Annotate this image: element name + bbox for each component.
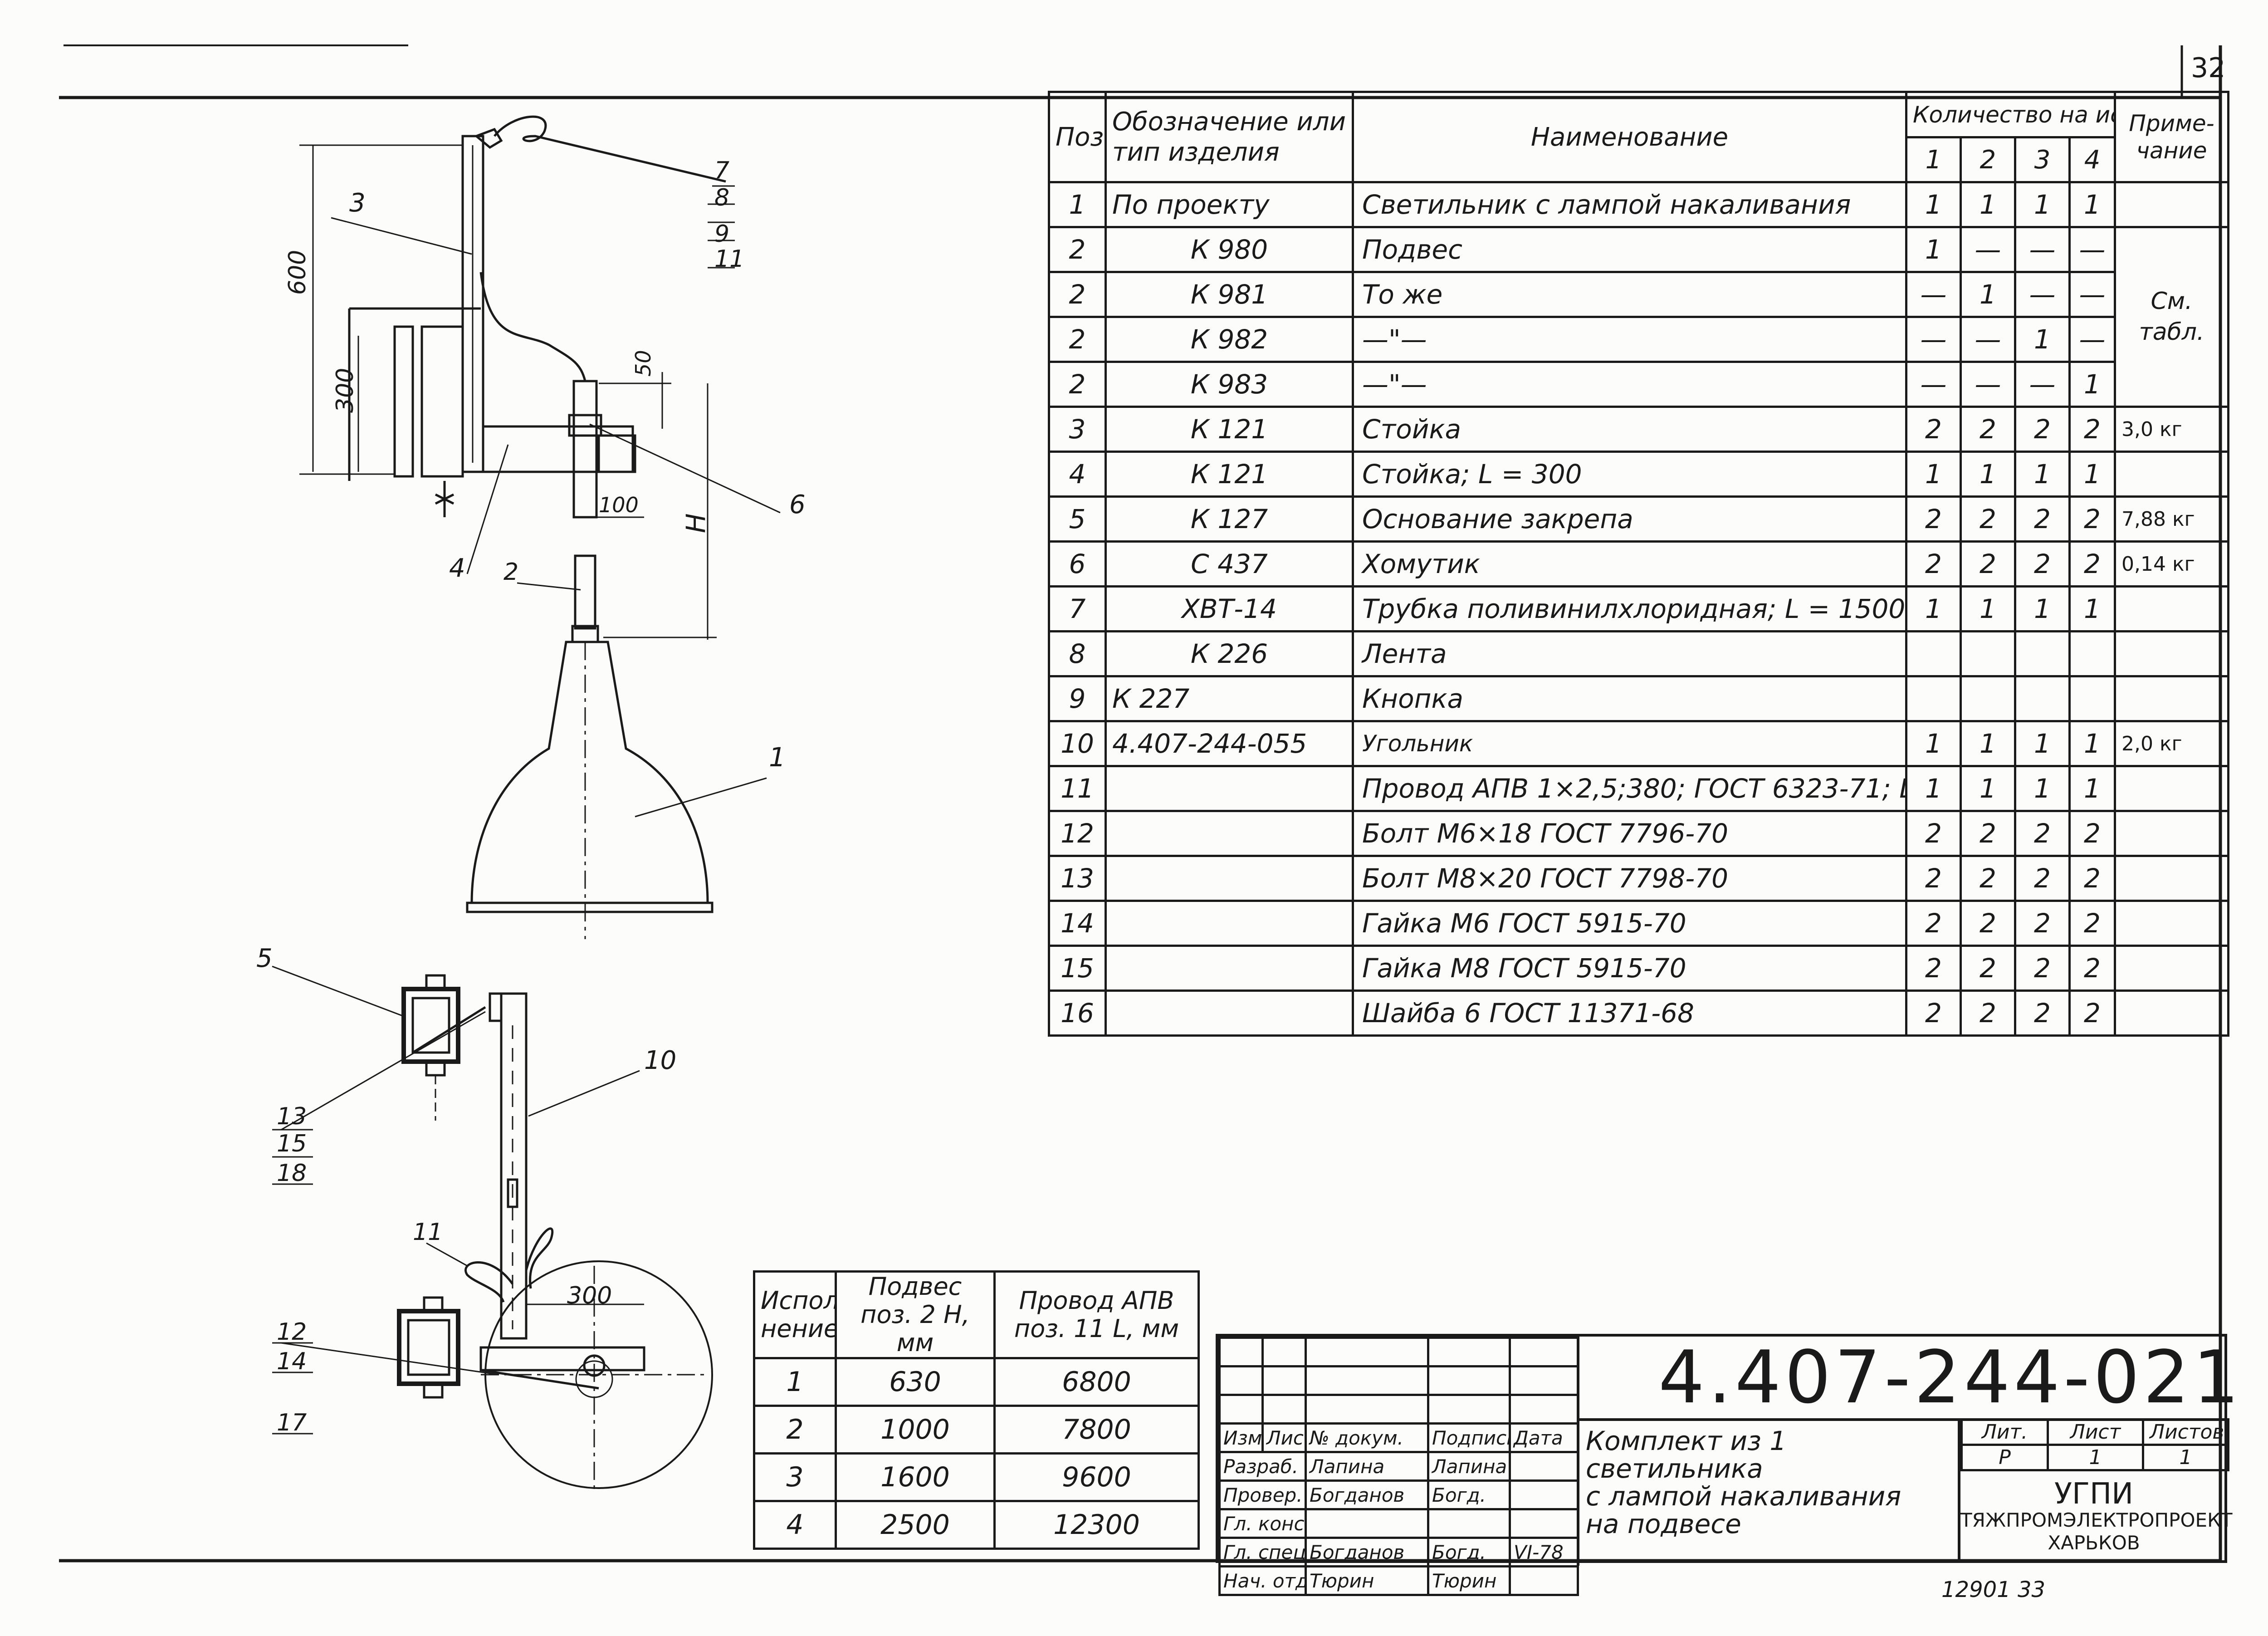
stamp-header-sheet: Лист [1261, 1422, 1307, 1453]
value-sheets: 1 [2142, 1444, 2229, 1471]
organization-name: ТЯЖПРОМЭЛЕКТРОПРОЕКТ [1960, 1509, 2233, 1531]
callout-15: 15 [277, 1130, 307, 1157]
signatures-table: Изм. Лист № докум. Подпись Дата Разраб.Л… [1218, 1337, 1579, 1596]
dimension-300-vertical: 300 [332, 367, 359, 413]
header-designation: Обозначение или тип изделия [1105, 91, 1354, 183]
clamp-detail-views [272, 965, 713, 1493]
dimension-600: 600 [284, 250, 311, 295]
callout-4: 4 [449, 553, 465, 583]
variants-table: Испол-нение Подвес поз. 2 H, мм Провод А… [753, 1270, 1200, 1550]
header-variant-4: 4 [2068, 136, 2116, 183]
value-sheet: 1 [2047, 1444, 2144, 1471]
callout-7: 7 [714, 157, 730, 184]
header-wire-l: Провод АПВ поз. 11 L, мм [993, 1270, 1200, 1360]
dimension-h: H [680, 513, 711, 533]
callout-13: 13 [277, 1103, 307, 1130]
document-code: 4.407-244-021 [1658, 1335, 2243, 1420]
header-execution: Испол-нение [753, 1270, 837, 1360]
header-variant-1: 1 [1905, 136, 1962, 183]
callout-17: 17 [277, 1409, 307, 1436]
callout-12: 12 [277, 1318, 307, 1346]
lamp-assembly-view [299, 115, 781, 939]
header-pos: Поз. [1048, 91, 1107, 183]
header-note: Приме-чание [2114, 91, 2230, 183]
callout-2: 2 [503, 558, 519, 586]
callout-10: 10 [644, 1046, 677, 1075]
sheet-page-number: 32 [2191, 52, 2226, 84]
dimension-50: 50 [631, 350, 655, 377]
specification-table: Поз. Обозначение или тип изделия Наимено… [1048, 91, 2230, 1037]
stamp-header-doc-number: № докум. [1305, 1422, 1429, 1453]
note-see-table: См. табл. [2114, 226, 2230, 408]
header-quantity: Количество на исполнение [1905, 91, 2116, 138]
header-variant-3: 3 [2014, 136, 2071, 183]
title-block: Изм. Лист № докум. Подпись Дата Разраб.Л… [1216, 1334, 2239, 1596]
label-lit: Лит. [1960, 1418, 2049, 1446]
callout-5: 5 [256, 944, 273, 973]
callout-11: 11 [714, 245, 745, 273]
label-sheet: Лист [2047, 1418, 2144, 1446]
header-name: Наименование [1352, 91, 1907, 183]
dimension-100: 100 [599, 493, 639, 517]
value-lit: Р [1960, 1444, 2049, 1471]
callout-9: 9 [714, 220, 730, 248]
stamp-header-change: Изм. [1218, 1422, 1264, 1453]
signature-row: Гл. констр. [1218, 1508, 1579, 1539]
stamp-header-signature: Подпись [1427, 1422, 1511, 1453]
dimension-300-horizontal: 300 [567, 1282, 612, 1309]
callout-8: 8 [714, 184, 730, 211]
organization-short: УГПИ [2054, 1477, 2134, 1511]
organization-city: ХАРЬКОВ [2048, 1532, 2140, 1554]
callout-14: 14 [277, 1348, 307, 1375]
document-title: Комплект из 1 светильника с лампой накал… [1586, 1425, 1901, 1539]
callout-6: 6 [789, 490, 806, 519]
header-suspension-h: Подвес поз. 2 H, мм [835, 1270, 996, 1360]
label-sheets: Листов [2142, 1418, 2229, 1446]
header-variant-2: 2 [1960, 136, 2016, 183]
callout-11-lower: 11 [413, 1219, 443, 1246]
callout-1: 1 [769, 742, 786, 773]
stamp-header-date: Дата [1509, 1422, 1579, 1453]
callout-18: 18 [277, 1160, 307, 1187]
footer-note: 12901 33 [1941, 1577, 2046, 1602]
callout-3: 3 [349, 188, 366, 218]
